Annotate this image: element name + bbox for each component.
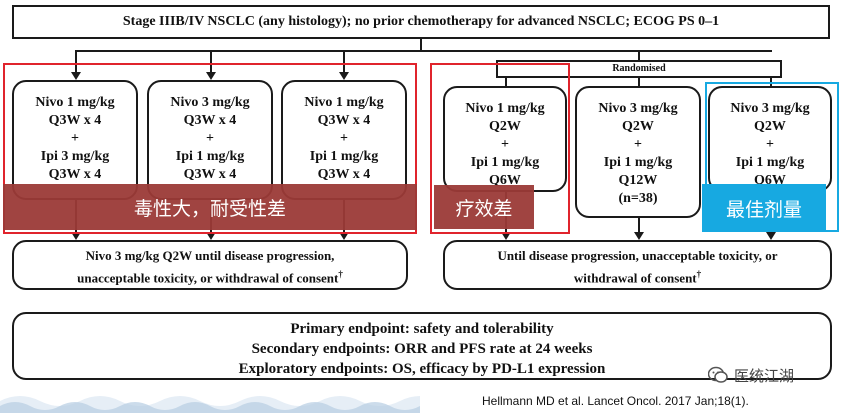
connector-arm2 — [210, 50, 212, 74]
arm-6-line-2: Q2W — [754, 119, 786, 134]
down-arrow-arm2 — [206, 232, 216, 240]
maintenance-right-line-2: withdrawal of consent† — [445, 265, 830, 287]
citation-text: Hellmann MD et al. Lancet Oncol. 2017 Ja… — [482, 394, 749, 408]
best-dose-label: 最佳剂量 — [725, 198, 802, 221]
connector-arm5 — [638, 78, 640, 86]
endpoints-box: Primary endpoint: safety and tolerabilit… — [12, 312, 832, 380]
efficacy-highlight-frame — [430, 63, 570, 234]
decorative-wave — [0, 396, 420, 413]
arm-2-line-4: Ipi 1 mg/kg — [175, 149, 245, 164]
arm-5-box: Nivo 3 mg/kg Q2W + Ipi 1 mg/kg Q12W (n=3… — [575, 86, 701, 218]
arm-5-line-1: Nivo 3 mg/kg — [598, 101, 678, 116]
efficacy-banner: 疗效差 — [434, 185, 534, 229]
connector-randomised — [638, 50, 640, 60]
arm-5-line-3: + — [634, 137, 642, 152]
primary-endpoint: Primary endpoint: safety and tolerabilit… — [290, 321, 554, 337]
arm-5-line-6: (n=38) — [618, 191, 658, 206]
connector-arm1 — [75, 50, 77, 74]
toxicity-banner: 毒性大，耐受性差 — [3, 184, 417, 230]
arm-1-line-3: + — [71, 131, 79, 146]
down-arm5 — [638, 218, 640, 234]
efficacy-label: 疗效差 — [455, 197, 513, 220]
toxicity-highlight-frame — [3, 63, 417, 234]
arm-1-line-5: Q3W x 4 — [48, 167, 102, 182]
maintenance-right-line-1: Until disease progression, unacceptable … — [497, 248, 778, 263]
eligibility-header: Stage IIIB/IV NSCLC (any histology); no … — [12, 5, 830, 39]
exploratory-endpoints: Exploratory endpoints: OS, efficacy by P… — [238, 361, 606, 377]
arm-2-line-3: + — [206, 131, 214, 146]
arm-2-box: Nivo 3 mg/kg Q3W x 4 + Ipi 1 mg/kg Q3W x… — [147, 80, 273, 200]
best-dose-banner: 最佳剂量 — [702, 184, 826, 232]
arm-6-line-3: + — [766, 137, 774, 152]
dagger-right: † — [696, 269, 702, 279]
arm-4-line-3: + — [501, 137, 509, 152]
arm-1-line-2: Q3W x 4 — [48, 113, 102, 128]
arrow-arm1 — [71, 72, 81, 80]
down-arrow-arm6 — [766, 232, 776, 240]
down-arrow-arm4 — [501, 232, 511, 240]
arm-3-line-3: + — [340, 131, 348, 146]
arm-6-box: Nivo 3 mg/kg Q2W + Ipi 1 mg/kg Q6W — [708, 86, 832, 192]
connector-vertical-top — [420, 39, 422, 51]
down-arrow-arm1 — [71, 232, 81, 240]
arm-4-line-2: Q2W — [489, 119, 521, 134]
arrow-arm3 — [339, 72, 349, 80]
arm-5-line-5: Q12W — [618, 173, 658, 188]
randomised-label: Randomised — [612, 63, 666, 74]
toxicity-label: 毒性大，耐受性差 — [133, 197, 286, 220]
connector-horizontal — [75, 50, 772, 52]
arm-5-line-4: Ipi 1 mg/kg — [603, 155, 673, 170]
arm-2-line-2: Q3W x 4 — [183, 113, 237, 128]
arrow-arm2 — [206, 72, 216, 80]
maintenance-left-line-1: Nivo 3 mg/kg Q2W until disease progressi… — [85, 248, 335, 263]
arm-5-line-2: Q2W — [622, 119, 654, 134]
arm-1-line-4: Ipi 3 mg/kg — [40, 149, 110, 164]
connector-arm3 — [343, 50, 345, 74]
arm-4-line-1: Nivo 1 mg/kg — [465, 101, 545, 116]
arm-4-line-4: Ipi 1 mg/kg — [470, 155, 540, 170]
eligibility-header-text: Stage IIIB/IV NSCLC (any histology); no … — [122, 14, 720, 29]
arm-6-line-4: Ipi 1 mg/kg — [735, 155, 805, 170]
maintenance-right-line-2-text: withdrawal of consent — [573, 270, 697, 286]
arm-4-box: Nivo 1 mg/kg Q2W + Ipi 1 mg/kg Q6W — [443, 86, 567, 192]
arm-3-line-5: Q3W x 4 — [317, 167, 371, 182]
down-arrow-arm5 — [634, 232, 644, 240]
dagger-left: † — [338, 269, 343, 279]
maintenance-left-line-2-text: unacceptable toxicity, or withdrawal of … — [77, 270, 339, 286]
arm-2-line-1: Nivo 3 mg/kg — [170, 95, 250, 110]
connector-arm4 — [505, 78, 507, 86]
wechat-icon — [708, 366, 728, 383]
secondary-endpoints: Secondary endpoints: ORR and PFS rate at… — [251, 341, 593, 357]
arm-2-line-5: Q3W x 4 — [183, 167, 237, 182]
down-arrow-arm3 — [339, 232, 349, 240]
arm-6-line-1: Nivo 3 mg/kg — [730, 101, 810, 116]
arm-3-line-2: Q3W x 4 — [317, 113, 371, 128]
arm-3-line-4: Ipi 1 mg/kg — [309, 149, 379, 164]
watermark: 医统江湖 — [708, 364, 794, 386]
arm-1-line-1: Nivo 1 mg/kg — [35, 95, 115, 110]
maintenance-right-box: Until disease progression, unacceptable … — [443, 240, 832, 290]
arm-3-box: Nivo 1 mg/kg Q3W x 4 + Ipi 1 mg/kg Q3W x… — [281, 80, 407, 200]
arm-4-line-5: Q6W — [489, 173, 521, 188]
citation: Hellmann MD et al. Lancet Oncol. 2017 Ja… — [482, 394, 749, 408]
arm-3-line-1: Nivo 1 mg/kg — [304, 95, 384, 110]
watermark-text: 医统江湖 — [734, 366, 795, 385]
maintenance-left-box: Nivo 3 mg/kg Q2W until disease progressi… — [12, 240, 408, 290]
maintenance-left-line-2: unacceptable toxicity, or withdrawal of … — [14, 265, 406, 287]
